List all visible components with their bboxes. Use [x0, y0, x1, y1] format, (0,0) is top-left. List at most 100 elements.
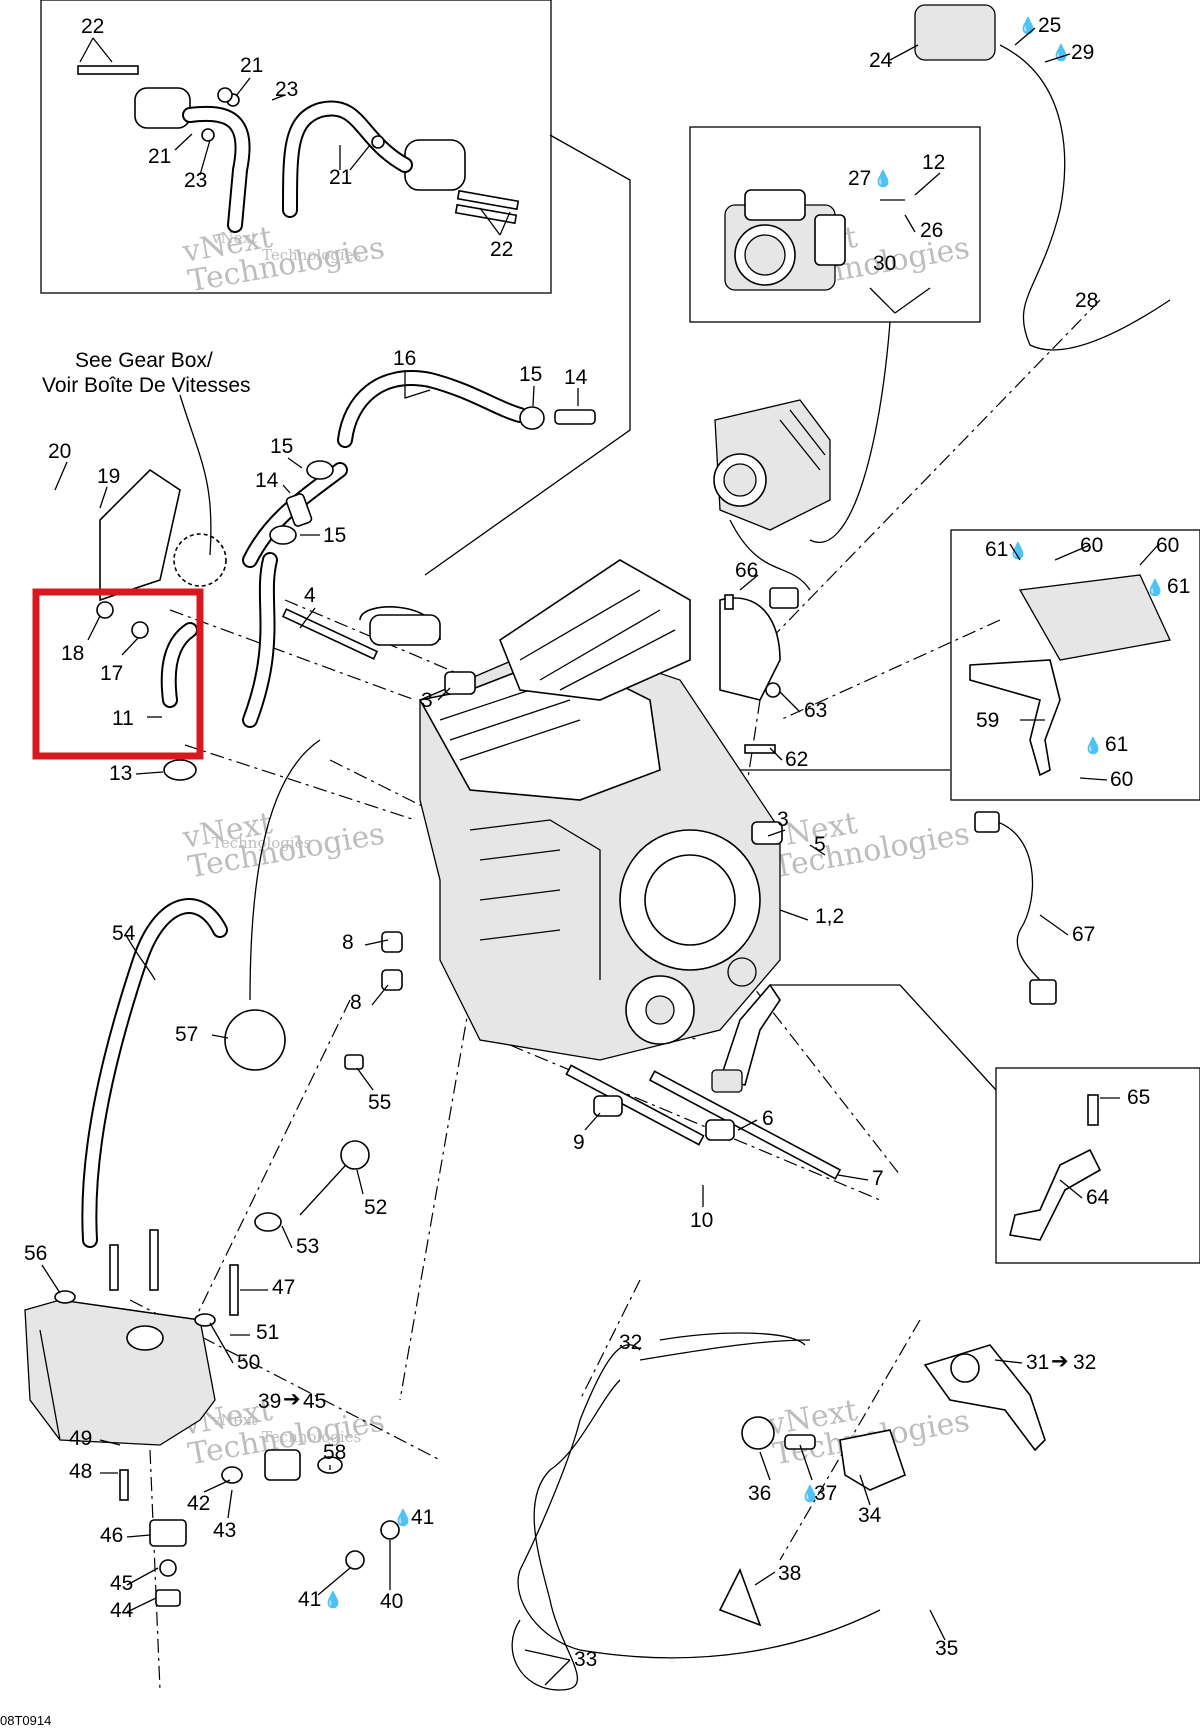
callout-3: 3 — [421, 689, 433, 712]
callout-43: 43 — [213, 1519, 236, 1542]
callout-27: 27 — [848, 167, 871, 190]
callout-30: 30 — [873, 252, 896, 275]
cables — [511, 44, 1171, 1691]
callout-16: 16 — [393, 347, 416, 370]
callout-15: 15 — [270, 435, 293, 458]
callout-34: 34 — [858, 1504, 882, 1527]
callout-64: 64 — [1086, 1186, 1110, 1209]
callout-38: 38 — [778, 1562, 801, 1585]
callout-63: 63 — [804, 699, 827, 722]
hose-54 — [81, 898, 228, 1248]
callout-55: 55 — [368, 1091, 391, 1114]
callout-40: 40 — [380, 1590, 403, 1613]
callout-57: 57 — [175, 1023, 198, 1046]
oil-drop-icon: 💧 — [393, 1508, 413, 1527]
oil-drop-icon: 💧 — [1083, 736, 1103, 755]
callout-12: 12 — [922, 151, 945, 174]
callout-32: 32 — [619, 1331, 642, 1354]
callout-32: 32 — [1073, 1351, 1096, 1374]
engine-assembly — [359, 559, 781, 1093]
callout-42: 42 — [187, 1492, 210, 1515]
callout-14: 14 — [564, 366, 588, 389]
callout-36: 36 — [748, 1482, 771, 1505]
callout-47: 47 — [272, 1276, 295, 1299]
callouts: 1,2 3 3 4 5 6 7 8 8 9 10 11 12 13 14 14 … — [24, 14, 1190, 1671]
watermark-small: vNext — [211, 229, 257, 247]
gearbox-note-line1: See Gear Box/ — [75, 349, 213, 372]
callout-15: 15 — [323, 524, 346, 547]
watermark-small: Technologies — [262, 246, 361, 264]
callout-41: 41 — [411, 1506, 434, 1529]
callout-49: 49 — [69, 1427, 92, 1450]
throttle-body-drawing — [713, 399, 831, 531]
callout-45: 45 — [110, 1572, 133, 1595]
callout-6: 6 — [762, 1107, 774, 1130]
callout-21: 21 — [329, 166, 352, 189]
callout-10: 10 — [690, 1209, 713, 1232]
callout-25: 25 — [1038, 14, 1061, 37]
callout-44: 44 — [110, 1599, 134, 1622]
callout-11: 11 — [112, 707, 134, 730]
callout-59: 59 — [976, 709, 999, 732]
callout-7: 7 — [872, 1167, 884, 1190]
highlight-box — [32, 588, 204, 760]
callout-58: 58 — [323, 1441, 346, 1464]
callout-28: 28 — [1075, 289, 1098, 312]
callout-65: 65 — [1127, 1086, 1150, 1109]
callout-15: 15 — [519, 363, 542, 386]
watermark-small: vNext — [211, 1411, 257, 1429]
hose-16 — [242, 370, 528, 728]
oil-drop-icon: 💧 — [1008, 541, 1028, 560]
callout-62: 62 — [785, 748, 808, 771]
callout-22: 22 — [490, 238, 513, 261]
callout-29: 29 — [1071, 41, 1094, 64]
callout-56: 56 — [24, 1242, 47, 1265]
callout-41: 41 — [298, 1588, 321, 1611]
callout-61: 61 — [1105, 733, 1128, 756]
ignition-coils — [77, 65, 520, 233]
callout-60: 60 — [1110, 768, 1133, 791]
callout-21: 21 — [240, 54, 263, 77]
oil-drop-icon: 💧 — [873, 169, 893, 188]
oil-drop-icon: 💧 — [800, 1484, 820, 1503]
arrow-31-32: ➔ — [1051, 1350, 1069, 1373]
callout-21: 21 — [148, 145, 171, 168]
callout-61: 61 — [1167, 575, 1190, 598]
callout-8: 8 — [342, 931, 354, 954]
callout-19: 19 — [97, 465, 120, 488]
callout-17: 17 — [100, 662, 123, 685]
watermark-small: Technologies — [262, 1428, 361, 1446]
callout-26: 26 — [920, 219, 943, 242]
oil-drop-icon: 💧 — [1051, 43, 1071, 62]
oil-drop-icon: 💧 — [323, 1590, 343, 1609]
callout-23: 23 — [275, 78, 298, 101]
callout-14: 14 — [255, 469, 279, 492]
callout-22: 22 — [81, 15, 104, 38]
callout-39: 39 — [258, 1390, 281, 1413]
callout-1-2: 1,2 — [815, 905, 844, 928]
oil-drop-icon: 💧 — [1018, 16, 1038, 35]
oil-drop-icon: 💧 — [1145, 578, 1165, 597]
hose-11 — [160, 622, 198, 708]
callout-60: 60 — [1156, 534, 1179, 557]
callout-50: 50 — [237, 1351, 260, 1374]
callout-46: 46 — [100, 1524, 123, 1547]
callout-18: 18 — [61, 642, 84, 665]
callout-37: 37 — [814, 1482, 837, 1505]
callout-66: 66 — [735, 559, 758, 582]
callout-9: 9 — [573, 1131, 585, 1154]
callout-4: 4 — [304, 584, 316, 607]
callout-35: 35 — [935, 1637, 958, 1660]
figure-id: 08T0914 — [0, 1713, 51, 1728]
callout-48: 48 — [69, 1460, 92, 1483]
gearbox-note-line2: Voir Boîte De Vitesses — [42, 374, 251, 397]
callout-60: 60 — [1080, 534, 1103, 557]
callout-24: 24 — [869, 49, 893, 72]
callout-3: 3 — [777, 808, 789, 831]
hardware-parts — [54, 4, 1171, 1627]
callout-13: 13 — [109, 762, 132, 785]
callout-51: 51 — [256, 1321, 279, 1344]
callout-23: 23 — [184, 169, 207, 192]
